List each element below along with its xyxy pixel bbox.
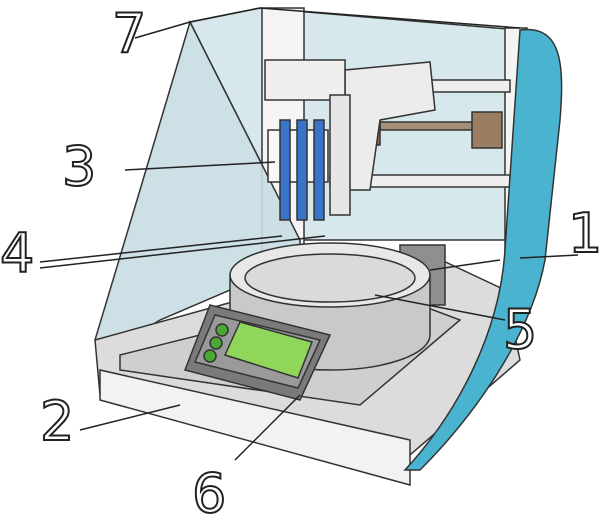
syringes	[279, 119, 325, 221]
label-3: 3	[62, 135, 96, 198]
glass-top-edge	[189, 7, 521, 29]
label-1: 1	[568, 202, 602, 265]
button-3[interactable]	[203, 349, 217, 363]
label-7: 7	[112, 2, 146, 65]
screen	[223, 321, 313, 379]
motor-block	[471, 111, 503, 149]
dish-inner	[244, 253, 416, 303]
leader-lines	[39, 21, 579, 461]
head-mount	[264, 59, 346, 101]
label-4: 4	[0, 222, 34, 285]
head-plate	[329, 94, 351, 216]
label-2: 2	[40, 390, 74, 453]
label-5: 5	[503, 298, 537, 361]
button-2[interactable]	[209, 336, 223, 350]
label-6: 6	[192, 462, 226, 525]
base-front	[99, 369, 411, 486]
side-panel	[403, 28, 563, 471]
button-1[interactable]	[215, 323, 229, 337]
